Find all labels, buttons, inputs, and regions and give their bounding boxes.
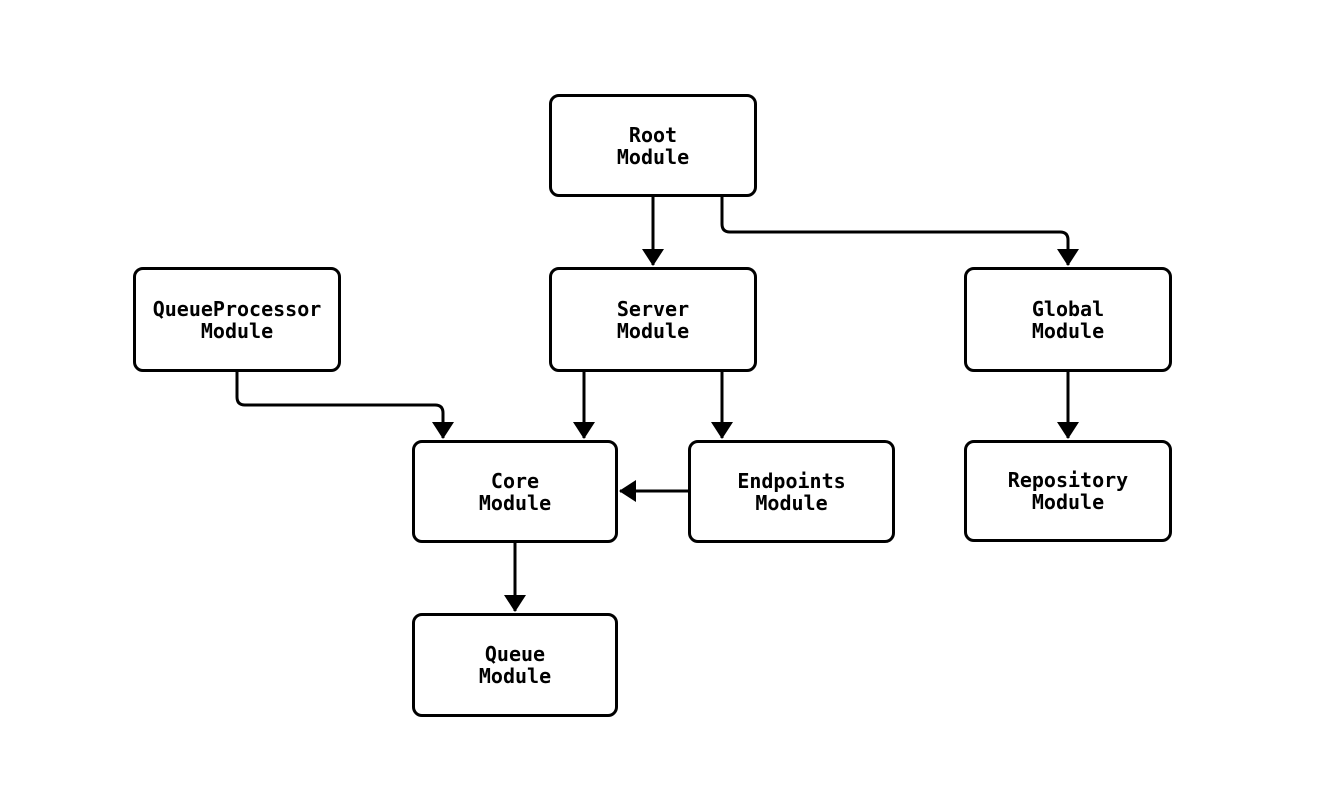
node-label-line: Module [616, 144, 690, 169]
node-label-line: Endpoints [737, 468, 846, 493]
node-label-line: Module [478, 490, 552, 515]
edge-queueprocessor-to-core [235, 372, 454, 439]
node-label-line: Core [490, 468, 540, 493]
node-label-line: Module [1031, 490, 1105, 514]
node-label-line: QueueProcessor [152, 296, 322, 321]
node-label-line: Global [1031, 296, 1105, 321]
edge-root-to-global [720, 197, 1079, 266]
node-label-line: Module [1031, 318, 1105, 343]
edges-group [235, 197, 1079, 612]
node-label-line: Module [200, 318, 274, 343]
node-label-line: Module [478, 664, 552, 688]
node-label-line: Module [616, 318, 690, 343]
node-label-line: Queue [484, 642, 546, 666]
node-label-line: Repository [1007, 468, 1129, 492]
node-label-line: Server [616, 296, 690, 321]
node-label-line: Module [755, 490, 828, 515]
node-label-line: Root [628, 122, 678, 147]
